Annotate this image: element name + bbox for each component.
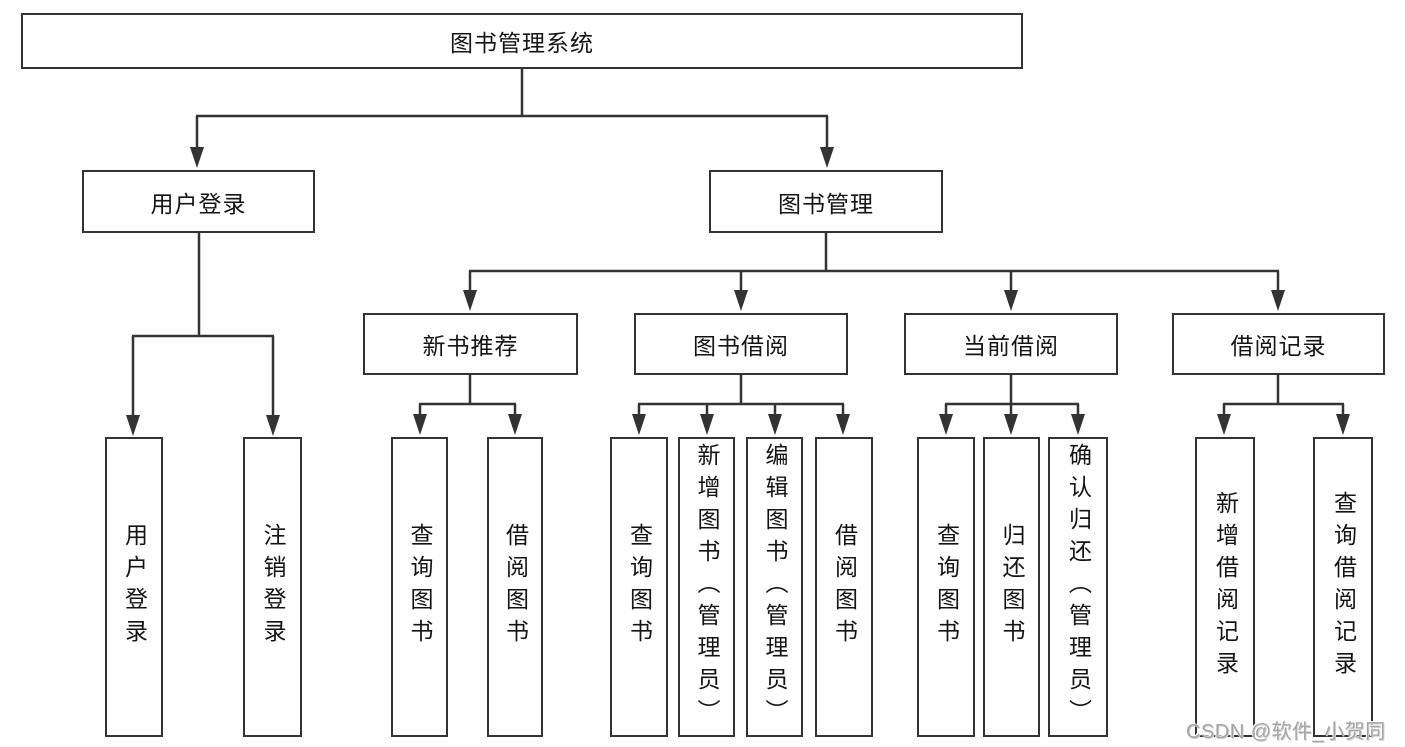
arrowhead xyxy=(1004,290,1018,311)
arrowhead xyxy=(1271,290,1285,311)
leaf-logout: 注销登录 xyxy=(243,437,302,737)
leaf-borrow-book-2: 借阅图书 xyxy=(815,437,873,737)
arrowhead xyxy=(1336,414,1350,435)
arrowhead xyxy=(266,415,280,436)
leaf-query-record-label: 查询借阅记录 xyxy=(1330,491,1357,683)
arrowhead xyxy=(1004,414,1018,435)
node-borrow-record: 借阅记录 xyxy=(1172,313,1385,375)
node-current-borrow: 当前借阅 xyxy=(904,313,1118,375)
node-current-borrow-label: 当前借阅 xyxy=(963,333,1059,359)
arrowhead xyxy=(939,414,953,435)
leaf-return-book: 归还图书 xyxy=(983,437,1040,737)
node-book-mgmt-label: 图书管理 xyxy=(778,190,874,217)
node-new-book-rec-label: 新书推荐 xyxy=(422,333,519,359)
leaf-borrow-book-2-label: 借阅图书 xyxy=(831,523,858,651)
leaf-add-record-label: 新增借阅记录 xyxy=(1212,491,1239,683)
arrowhead xyxy=(413,414,427,435)
leaf-query-book-2-label: 查询图书 xyxy=(626,523,653,651)
csdn-watermark: CSDN @软件_小贺同学 xyxy=(1186,721,1386,743)
arrowhead xyxy=(126,415,140,436)
arrowhead xyxy=(1217,414,1231,435)
connector-current-borrow-to-leaves xyxy=(939,375,1085,435)
leaf-user-login-label: 用户登录 xyxy=(121,523,148,651)
leaf-edit-book-label: 编辑图书（管理员） xyxy=(762,443,788,731)
leaf-borrow-book-1: 借阅图书 xyxy=(487,437,543,737)
node-book-mgmt: 图书管理 xyxy=(709,170,943,233)
leaf-return-book-label: 归还图书 xyxy=(999,523,1025,651)
node-book-borrow-label: 图书借阅 xyxy=(693,333,789,359)
connector-book-mgmt-to-level3 xyxy=(463,233,1285,311)
leaf-logout-label: 注销登录 xyxy=(260,523,286,651)
connector-user-login-to-leaves xyxy=(126,233,280,436)
arrowhead xyxy=(768,414,782,435)
arrowhead xyxy=(734,290,748,311)
leaf-query-book-1-label: 查询图书 xyxy=(407,523,433,651)
arrowhead xyxy=(190,147,204,168)
arrowhead xyxy=(632,414,646,435)
connector-book-borrow-to-leaves xyxy=(632,375,850,435)
arrowhead xyxy=(463,290,477,311)
arrowhead xyxy=(820,147,834,168)
leaf-confirm-return-label: 确认归还（管理员） xyxy=(1065,443,1092,731)
leaf-confirm-return: 确认归还（管理员） xyxy=(1048,437,1108,737)
leaf-add-book: 新增图书（管理员） xyxy=(678,437,735,737)
leaf-query-book-1: 查询图书 xyxy=(391,437,448,737)
leaf-add-record: 新增借阅记录 xyxy=(1195,437,1255,737)
arrowhead xyxy=(700,414,714,435)
leaf-edit-book: 编辑图书（管理员） xyxy=(746,437,803,737)
node-root: 图书管理系统 xyxy=(21,13,1023,69)
connector-new-book-rec-to-leaves xyxy=(413,375,522,435)
leaf-borrow-book-1-label: 借阅图书 xyxy=(502,523,529,651)
connector-borrow-record-to-leaves xyxy=(1217,375,1350,435)
leaf-query-record: 查询借阅记录 xyxy=(1313,437,1373,737)
node-book-borrow: 图书借阅 xyxy=(634,313,848,375)
leaf-query-book-2: 查询图书 xyxy=(610,437,668,737)
node-root-label: 图书管理系统 xyxy=(450,30,594,56)
connector-root-to-level2 xyxy=(190,69,834,168)
node-user-login: 用户登录 xyxy=(82,170,315,233)
leaf-query-book-3-label: 查询图书 xyxy=(933,523,960,651)
arrowhead xyxy=(508,414,522,435)
arrowhead xyxy=(1071,414,1085,435)
arrowhead xyxy=(836,414,850,435)
leaf-user-login: 用户登录 xyxy=(105,437,163,737)
leaf-add-book-label: 新增图书（管理员） xyxy=(694,443,720,731)
leaf-query-book-3: 查询图书 xyxy=(917,437,975,737)
node-new-book-rec: 新书推荐 xyxy=(363,313,578,375)
node-user-login-label: 用户登录 xyxy=(150,190,247,217)
node-borrow-record-label: 借阅记录 xyxy=(1230,333,1327,359)
